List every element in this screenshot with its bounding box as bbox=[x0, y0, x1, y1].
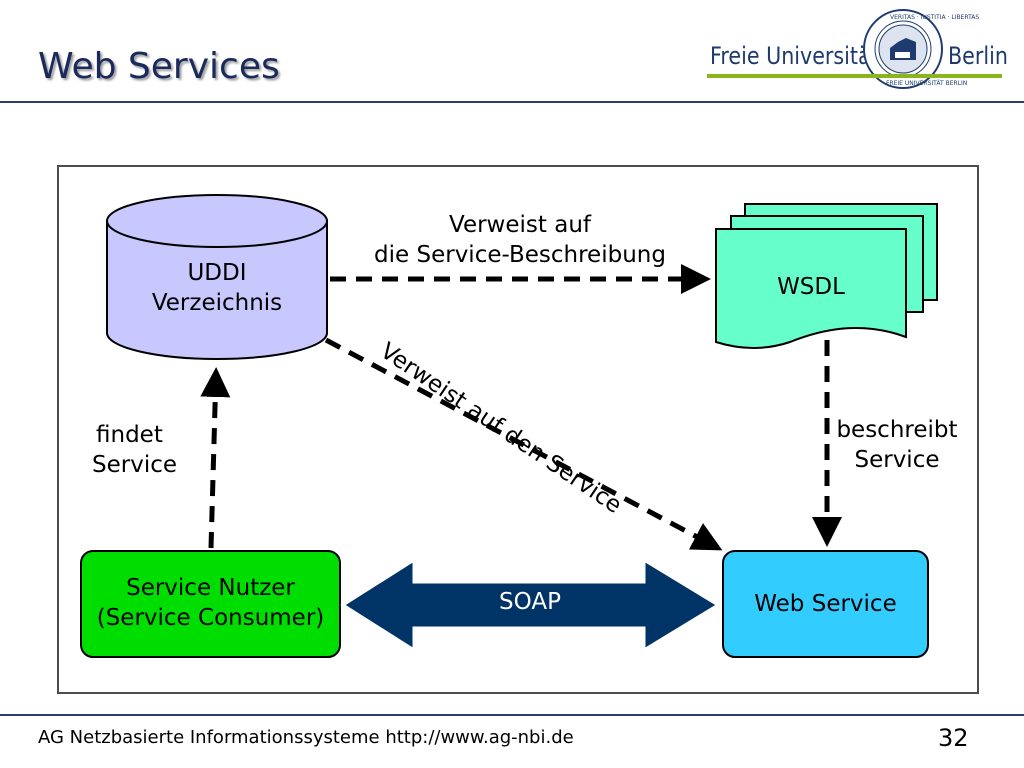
uddi-cylinder-body bbox=[106, 220, 328, 360]
service-consumer-node bbox=[80, 550, 341, 658]
page-number: 32 bbox=[938, 724, 969, 752]
uddi-to-wsdl-label: Verweist auf die Service-Beschreibung bbox=[340, 210, 700, 270]
wsdl-to-service-label: beschreibt Service bbox=[822, 415, 972, 475]
consumer-label: Service Nutzer (Service Consumer) bbox=[81, 573, 340, 633]
uddi-label-line2: Verzeichnis bbox=[151, 290, 283, 316]
soap-double-arrow bbox=[340, 557, 721, 653]
uddi-label-line1: UDDI bbox=[187, 260, 247, 286]
uddi-to-service-arrow bbox=[324, 337, 723, 551]
seal-top-text: VERITAS · IUSTITIA · LIBERTAS bbox=[890, 14, 980, 21]
uddi-label: UDDI Verzeichnis bbox=[107, 258, 327, 318]
web-service-label: Web Service bbox=[754, 591, 897, 617]
seal-bottom-text: FREIE UNIVERSITÄT BERLIN bbox=[886, 80, 968, 87]
wsdl-document-node bbox=[715, 203, 938, 350]
footer-divider bbox=[0, 714, 1024, 716]
page-title: Web Services bbox=[38, 46, 280, 87]
wsdl-page-front bbox=[715, 228, 907, 350]
wsdl-to-service-label-line1: beschreibt bbox=[836, 417, 958, 443]
consumer-to-uddi-label-line1: findet bbox=[96, 422, 163, 448]
wsdl-label: WSDL bbox=[777, 274, 845, 300]
web-service-node bbox=[722, 550, 929, 658]
logo-right-text: Berlin bbox=[948, 42, 1008, 70]
footer-text: AG Netzbasierte Informationssysteme http… bbox=[38, 727, 574, 748]
logo-underline bbox=[707, 74, 1002, 78]
consumer-to-uddi-label-line2: Service bbox=[92, 452, 178, 478]
diagram-frame bbox=[57, 165, 979, 694]
uddi-directory-node bbox=[106, 194, 328, 360]
university-seal-icon bbox=[863, 9, 943, 89]
consumer-to-uddi-label: findet Service bbox=[86, 420, 196, 480]
uddi-to-wsdl-label-line1: Verweist auf bbox=[449, 212, 591, 238]
consumer-label-line2: (Service Consumer) bbox=[96, 605, 325, 631]
wsdl-to-service-label-line2: Service bbox=[854, 447, 940, 473]
soap-label: SOAP bbox=[499, 589, 561, 615]
consumer-to-uddi-arrow bbox=[200, 367, 231, 549]
uddi-cylinder-top bbox=[106, 194, 328, 248]
uddi-to-wsdl-label-line2: die Service-Beschreibung bbox=[374, 242, 666, 268]
university-logo: Freie Universität VERITAS · IUSTITIA · L… bbox=[700, 8, 1010, 100]
logo-left-text: Freie Universität bbox=[710, 42, 879, 70]
consumer-label-line1: Service Nutzer bbox=[126, 575, 295, 601]
header-divider bbox=[0, 101, 1024, 103]
